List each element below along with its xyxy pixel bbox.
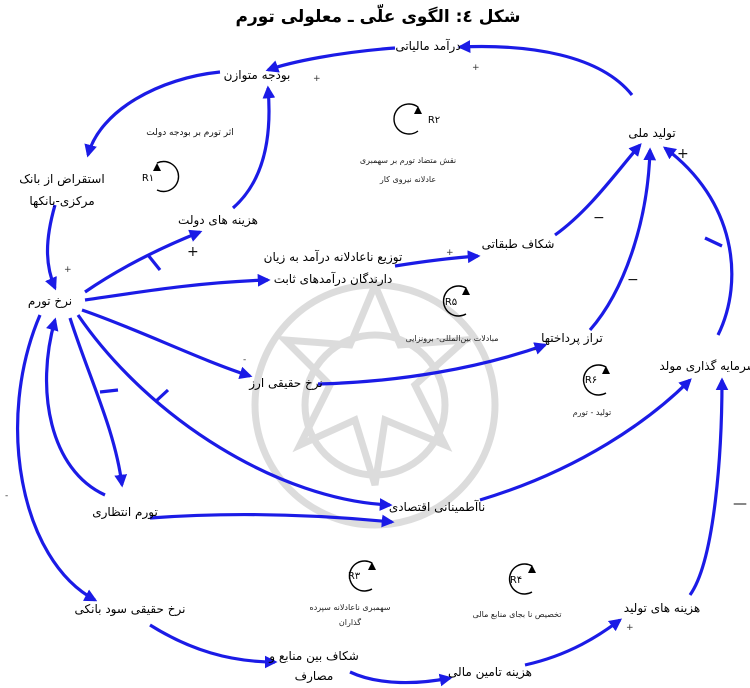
sign-minus: - xyxy=(132,95,135,105)
svg-text:R۴: R۴ xyxy=(510,575,522,586)
arrow-gov-expenses-to-balanced-budget xyxy=(231,85,276,210)
arrow-real-fx-to-balance-of-payments xyxy=(317,342,548,386)
svg-text:R۵: R۵ xyxy=(445,297,457,308)
loop-marker-r6: R۶ xyxy=(582,364,610,396)
sign-plus: + xyxy=(626,623,634,633)
label-r3-line1: سهمبری ناعادلانه سپرده xyxy=(310,603,391,612)
node-resources-gap-line1: شکاف بین منابع و xyxy=(268,649,359,664)
label-r3-line2: گذاران xyxy=(339,617,361,627)
loop-marker-r1: R۱ xyxy=(142,160,180,193)
svg-text:R۳: R۳ xyxy=(348,571,361,582)
node-economic-uncertainty: ناآطمینانی اقتصادی xyxy=(389,499,485,514)
arrow-inflation-to-economic-uncertainty xyxy=(76,314,393,511)
arrow-balanced-budget-to-borrowing xyxy=(84,70,221,158)
arrow-expected-inflation-to-inflation xyxy=(44,317,106,497)
label-r4-text: تخصیص نا بجای منابع مالی xyxy=(473,610,562,619)
delay-marks xyxy=(99,236,723,404)
node-balanced-budget: بودجه متوازن xyxy=(224,68,291,83)
causal-arrows xyxy=(16,40,734,687)
label-r5-text: مبادلات بین‌المللی- برونزایی xyxy=(405,334,498,343)
loop-marker-r3: R۳ xyxy=(348,560,376,592)
node-resources-gap-line2: مصارف xyxy=(295,669,334,684)
arrow-inflation-to-real-fx-rate xyxy=(81,308,253,379)
delay-mark-investment xyxy=(704,236,723,248)
loop-marker-r5: R۵ xyxy=(442,285,470,317)
arrow-tax-to-balanced-budget xyxy=(265,46,396,73)
arrow-production-costs-to-investment xyxy=(688,377,729,596)
arrow-inflation-to-gov-expenses xyxy=(84,229,203,294)
arrow-inflation-to-expected-inflation xyxy=(68,317,128,488)
node-national-production: تولید ملی xyxy=(628,126,675,141)
arrow-class-gap-to-national-production xyxy=(554,143,642,237)
label-r6-text: تولید - تورم xyxy=(573,408,612,417)
arrow-national-production-to-tax xyxy=(457,40,634,97)
loop-descriptions: اثر تورم بر بودجه دولت نقش متضاد تورم بر… xyxy=(146,128,611,627)
nodes: درآمد مالیاتی بودجه متوازن تولید ملی است… xyxy=(19,38,750,684)
loop-marker-r2: R۲ xyxy=(393,103,440,135)
sign-minus: − xyxy=(627,272,639,288)
arrow-inflation-to-real-interest-rate xyxy=(16,314,98,602)
arrow-investment-to-national-production xyxy=(662,146,734,336)
node-unequal-distribution-line1: توزیع ناعادلانه درآمد به زیان xyxy=(264,249,403,265)
arrow-real-interest-to-resources-gap xyxy=(149,623,278,669)
node-borrowing-line2: مرکزی-بانکها xyxy=(29,194,94,209)
node-unequal-distribution-line2: دارندگان درآمدهای ثابت xyxy=(274,271,393,287)
node-gov-expenses: هزینه های دولت xyxy=(178,213,258,228)
node-expected-inflation: تورم انتظاری xyxy=(92,505,158,520)
arrow-balance-of-payments-to-national-production xyxy=(588,147,657,332)
polarity-signs: + + - + + + + − − - - - — + xyxy=(5,63,747,633)
delay-mark-expected-inflation xyxy=(99,388,119,394)
arrow-uncertainty-to-investment xyxy=(479,378,692,502)
sign-plus: + xyxy=(187,244,199,260)
node-real-fx-rate: نرخ حقیقی ارز xyxy=(248,376,322,391)
arrow-resources-gap-to-financing-cost xyxy=(349,670,453,687)
node-production-costs: هزینه های تولید xyxy=(624,601,700,616)
sign-minus: — xyxy=(733,496,747,512)
arrow-borrowing-to-inflation xyxy=(45,204,57,291)
arrow-unequal-to-class-gap xyxy=(394,250,481,268)
watermark-emblem xyxy=(251,275,499,529)
label-r2-line2: عادلانه نیروی کار xyxy=(379,175,436,184)
sign-plus: + xyxy=(446,248,454,258)
label-inflation-on-budget: اثر تورم بر بودجه دولت xyxy=(146,128,233,138)
sign-plus: + xyxy=(64,265,72,275)
node-borrowing-line1: استقراض از بانک xyxy=(19,172,104,187)
sign-minus: − xyxy=(593,210,605,226)
sign-minus: - xyxy=(243,355,246,365)
delay-mark-uncertainty xyxy=(153,388,170,404)
label-r2-line1: نقش متضاد تورم بر سهمبری xyxy=(360,156,456,165)
node-productive-investment: سرمایه گذاری مولد xyxy=(659,359,750,374)
delay-mark-gov-expenses xyxy=(146,254,162,271)
arrow-expected-inflation-to-uncertainty xyxy=(149,512,395,528)
svg-text:R۱: R۱ xyxy=(142,173,154,184)
node-financing-cost: هزینه تامین مالی xyxy=(448,665,532,680)
arrow-inflation-to-unequal-distribution xyxy=(84,273,271,302)
arrow-financing-cost-to-production-costs xyxy=(524,618,623,667)
sign-plus: + xyxy=(677,146,689,162)
sign-plus: + xyxy=(472,63,480,73)
node-balance-of-payments: تراز پرداختها xyxy=(541,331,603,346)
node-inflation-rate: نرخ تورم xyxy=(28,294,72,309)
loop-marker-r4: R۴ xyxy=(508,563,536,595)
sign-plus: + xyxy=(313,74,321,84)
node-tax-revenue: درآمد مالیاتی xyxy=(395,38,460,54)
sign-minus: - xyxy=(5,491,8,501)
sign-minus: - xyxy=(533,345,536,355)
svg-text:R۲: R۲ xyxy=(428,115,440,126)
node-real-interest-rate: نرخ حقیقی سود بانکی xyxy=(75,602,186,617)
node-class-gap: شکاف طبقاتی xyxy=(482,237,555,251)
diagram-title: شکل ٤: الگوی علّی ـ معلولی تورم xyxy=(236,3,521,27)
svg-text:R۶: R۶ xyxy=(585,375,597,386)
